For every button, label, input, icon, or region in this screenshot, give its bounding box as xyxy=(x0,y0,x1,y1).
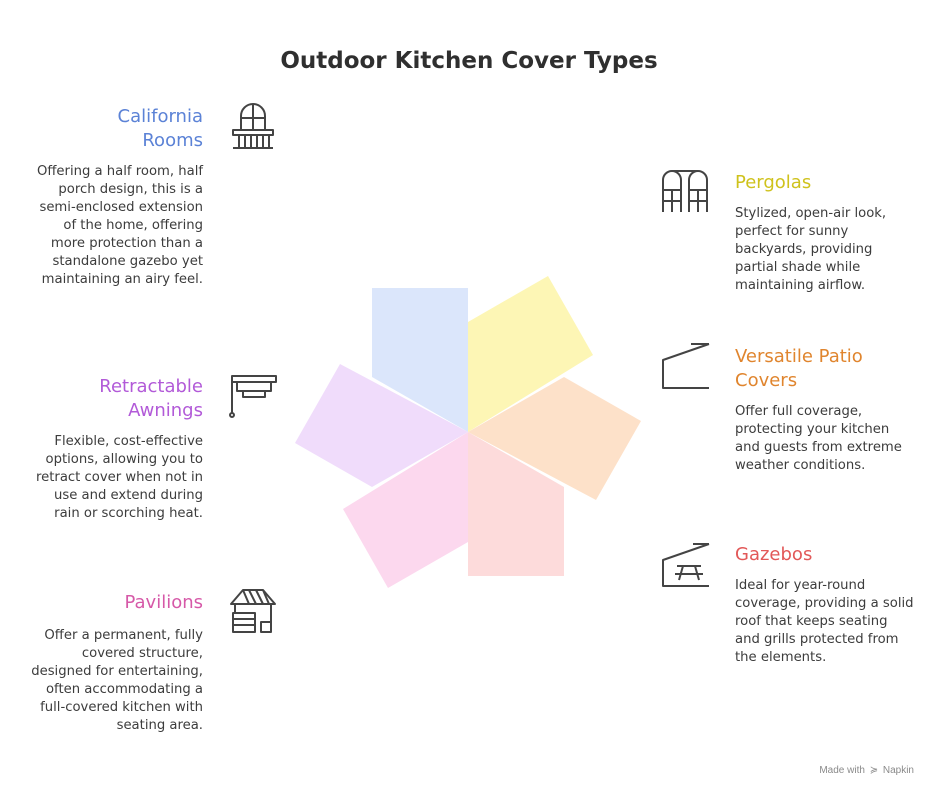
napkin-brand-label: Napkin xyxy=(882,765,914,776)
pergola-icon xyxy=(660,168,710,214)
petal-gazebos xyxy=(468,432,564,576)
napkin-logo-icon: ≽ xyxy=(869,765,879,776)
description-versatile-patio-covers: Offer full coverage, protecting your kit… xyxy=(735,404,902,473)
heading-california-rooms: California Rooms xyxy=(117,106,203,151)
description-california-rooms: Offering a half room, half porch design,… xyxy=(36,164,203,287)
heading-gazebos: Gazebos xyxy=(735,544,813,565)
petal-retractable-awnings xyxy=(295,364,468,487)
heading-pergolas: Pergolas xyxy=(735,172,812,193)
petal-pavilions xyxy=(343,432,468,588)
made-with-napkin-footer[interactable]: Made with ≽ Napkin xyxy=(819,765,914,776)
gazebo-picnic-table-icon xyxy=(661,540,711,588)
description-retractable-awnings: Flexible, cost-effective options, allowi… xyxy=(35,434,203,521)
arched-window-balcony-icon xyxy=(229,102,277,150)
petal-versatile-patio-covers xyxy=(468,377,641,500)
made-with-label: Made with xyxy=(819,765,865,776)
pavilion-icon xyxy=(229,586,277,634)
diagram-title: Outdoor Kitchen Cover Types xyxy=(280,48,658,74)
petal-pergolas xyxy=(468,276,593,432)
description-gazebos: Ideal for year-round coverage, providing… xyxy=(735,578,914,665)
description-pavilions: Offer a permanent, fully covered structu… xyxy=(31,628,203,733)
patio-cover-icon xyxy=(661,340,711,390)
heading-retractable-awnings: Retractable Awnings xyxy=(99,376,203,421)
heading-versatile-patio-covers: Versatile Patio Covers xyxy=(735,346,863,391)
heading-pavilions: Pavilions xyxy=(124,592,203,613)
petal-california-rooms xyxy=(372,288,468,432)
description-pergolas: Stylized, open-air look, perfect for sun… xyxy=(735,206,887,293)
awning-icon xyxy=(229,372,279,420)
